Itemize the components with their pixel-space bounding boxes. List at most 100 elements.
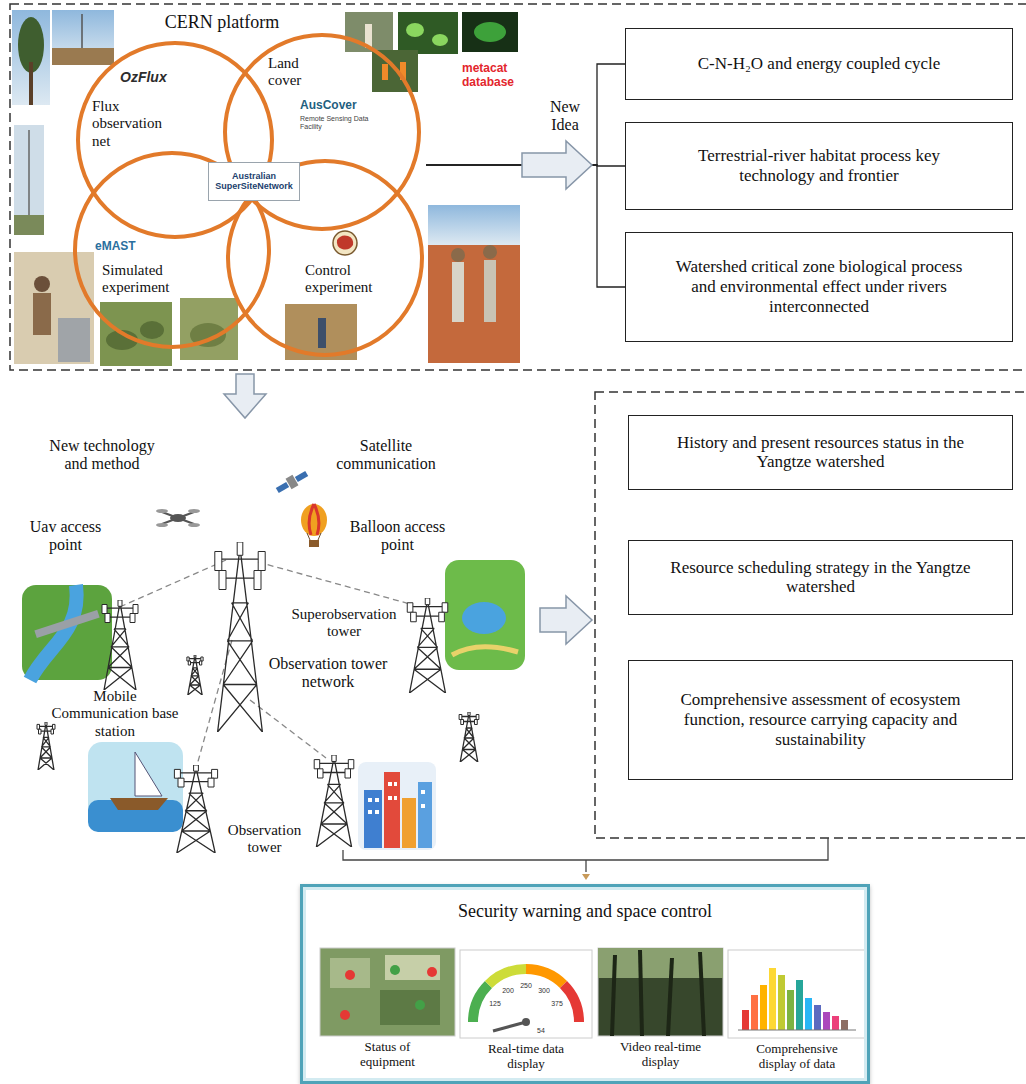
label-slot: eMAST [95, 240, 150, 254]
site-photos [484, 260, 496, 322]
block-arrow [522, 141, 592, 189]
panel-image [612, 950, 704, 1036]
box-text: Resource scheduling strategy in the Yang… [669, 558, 972, 597]
box-text: Terrestrial-river habitat process key te… [666, 146, 972, 185]
bracket [343, 838, 828, 860]
box-text: History and present resources status in … [669, 433, 972, 472]
site-photos [140, 321, 164, 339]
panel-image [493, 1022, 526, 1031]
scene-icon [375, 810, 379, 814]
label-slot: Observation tower [222, 822, 307, 857]
panel-image [340, 1010, 350, 1020]
scene-icon [307, 533, 310, 540]
panel-image [612, 955, 615, 1036]
logo-icon [337, 236, 353, 250]
label-slot: 125 [486, 1000, 504, 1008]
panel-image [700, 952, 704, 1036]
bracket [582, 874, 590, 880]
site-photos [52, 48, 114, 65]
dashed-frame [595, 392, 1026, 838]
tower-symbol [37, 722, 55, 770]
process-box: C-N-H₂O and energy coupled cycle [625, 28, 1013, 100]
panel-image [380, 990, 440, 1025]
label-slot: OzFlux [120, 69, 182, 85]
label-slot: Superobservation tower [285, 606, 403, 641]
site-photos [12, 10, 50, 105]
tower-symbol [407, 598, 448, 693]
gauge-tick: 200 [499, 987, 517, 995]
panel-image [415, 1000, 425, 1010]
scene-icon [156, 509, 168, 513]
node-title: Security warning and space control [303, 901, 867, 922]
display-panel: Comprehensive display of data [728, 950, 866, 1082]
scene-icon [162, 512, 194, 524]
label-slot: 250 [517, 982, 535, 990]
label-slot: 300 [535, 987, 553, 995]
gauge-tick: 300 [535, 987, 553, 995]
logo-icon [333, 231, 357, 255]
block-arrow [540, 596, 592, 644]
panel-image [564, 985, 580, 1023]
scene-icon [421, 804, 425, 808]
scene-icon [22, 585, 112, 680]
node-title: CERN platform [122, 12, 322, 33]
site-photos [483, 245, 497, 259]
tower-label: Superobservation tower [285, 606, 403, 641]
site-photos [14, 215, 44, 235]
scene-icon [276, 482, 289, 493]
label-slot: New Idea [540, 98, 590, 135]
panel-image [640, 950, 642, 1036]
dashed-frame [10, 4, 1026, 370]
label-slot: New technology and method [42, 437, 162, 474]
site-photos [33, 293, 51, 335]
label-slot: 200 [499, 987, 517, 995]
panel-image [832, 1016, 839, 1030]
bracket [343, 838, 828, 880]
site-photos [451, 248, 465, 262]
label-slot: Satellite communication [330, 437, 442, 474]
label-slot: Balloon access point [335, 518, 460, 555]
logo-text: eMAST [95, 240, 150, 254]
tower-label: Mobile Communication base station [45, 688, 185, 740]
site-photos [462, 12, 518, 52]
tower-symbol [174, 765, 217, 853]
process-box: Resource scheduling strategy in the Yang… [628, 540, 1013, 615]
logo-subtext: Remote Sensing Data Facility [300, 115, 372, 131]
site-photos [81, 14, 83, 48]
site-photos [428, 205, 520, 245]
scene-icon [368, 798, 372, 802]
icon-label: Satellite communication [330, 437, 442, 474]
panel-image [751, 995, 758, 1030]
site-photos [428, 205, 520, 363]
scene-icon [388, 782, 392, 786]
scene-icon [188, 509, 200, 513]
site-photos [14, 125, 44, 235]
scene-icon [156, 523, 168, 527]
panel-caption: Video real-time display [613, 1040, 708, 1070]
site-photos [474, 22, 506, 42]
scene-icon [368, 810, 372, 814]
label-slot: metacat database [462, 62, 530, 90]
panel-caption: Status of equipment [340, 1040, 435, 1070]
node-title: Simulated experiment [102, 262, 180, 297]
tower-symbol [102, 600, 138, 690]
label-slot: AusCover [300, 99, 370, 113]
panel-image [460, 950, 592, 1038]
scene-icon [110, 798, 168, 810]
scene-icon [318, 533, 321, 540]
block-arrow [224, 141, 592, 644]
panel-image [385, 955, 440, 980]
process-box: Terrestrial-river habitat process key te… [625, 122, 1013, 210]
scene-icon [88, 742, 183, 832]
scene-icon [135, 752, 162, 796]
tower-symbol [215, 542, 265, 732]
bracket [585, 860, 586, 872]
logo-icon [333, 231, 357, 255]
label-slot: Remote Sensing Data Facility [300, 115, 372, 131]
tower-label: Observation tower [222, 822, 307, 857]
control-panel: Status of equipment Real-time data displa… [300, 884, 870, 1084]
display-panel: Real-time data display [460, 950, 592, 1082]
node-title: Flux observation net [92, 98, 172, 150]
icon-label: Uav access point [18, 518, 113, 555]
